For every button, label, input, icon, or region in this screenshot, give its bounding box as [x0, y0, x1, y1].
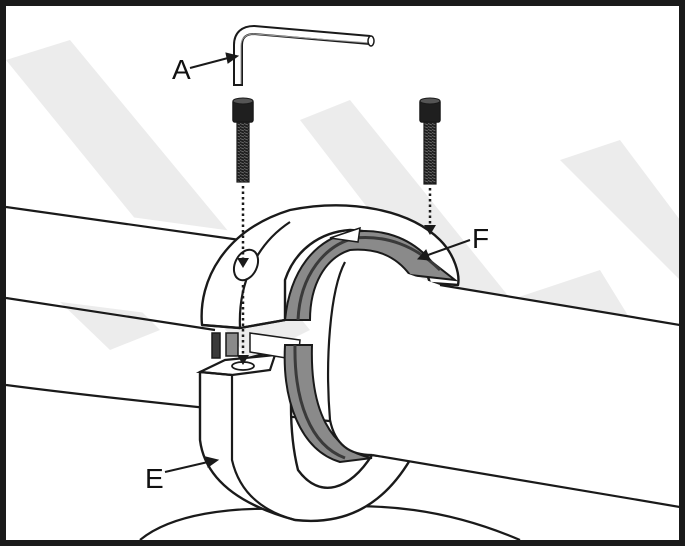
socket-cap-bolt-right: [419, 97, 441, 235]
socket-cap-bolt-left: [232, 97, 254, 365]
assembly-diagram: A F E: [6, 25, 679, 540]
callout-f: F: [472, 223, 489, 254]
allen-wrench-icon: [233, 25, 375, 86]
callout-e: E: [145, 463, 164, 494]
main-tube-right: [328, 261, 679, 505]
liner-lower: [283, 344, 373, 464]
callout-a: A: [172, 54, 191, 85]
leader-arrows: [164, 52, 471, 473]
